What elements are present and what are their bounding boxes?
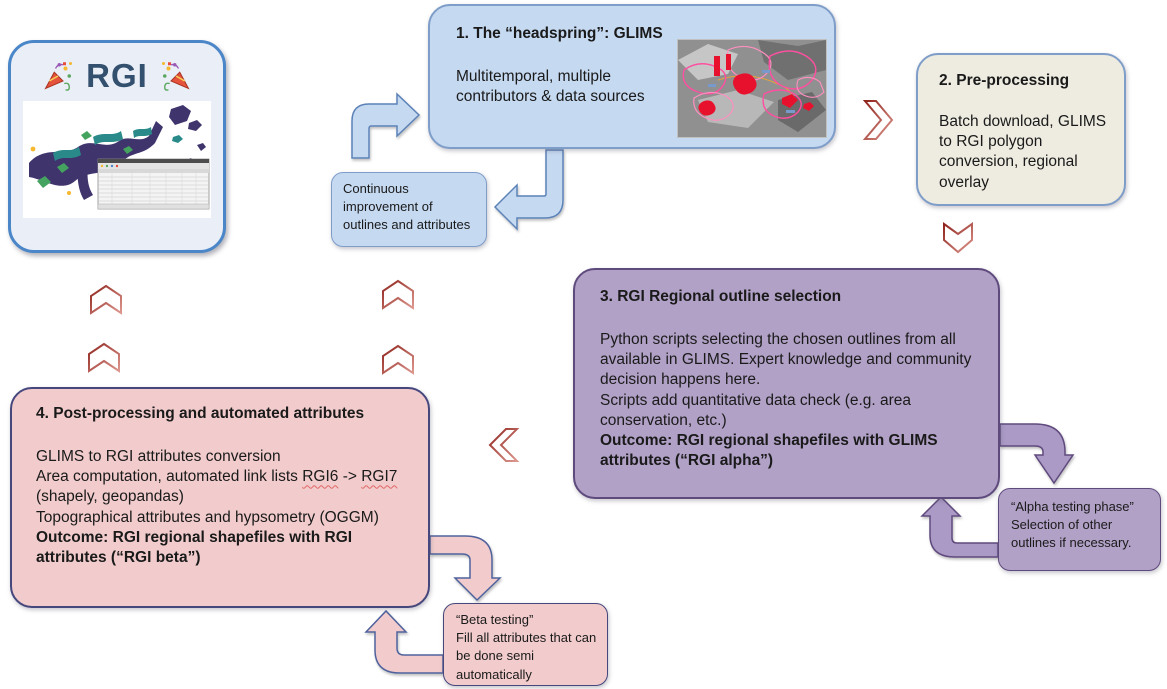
step2-body: Batch download, GLIMS to RGI polygon con…: [939, 113, 1107, 191]
step1-body: Multitemporal, multiple contributors & d…: [456, 68, 645, 106]
step3-body: Python scripts selecting the chosen outl…: [600, 331, 972, 389]
step3-outline-selection-box: 3. RGI Regional outline selection Python…: [573, 268, 1000, 499]
beta-testing-note: “Beta testing” Fill all attributes that …: [443, 603, 608, 686]
step4-line2: Area computation, automated link lists R…: [36, 467, 418, 507]
alpha-note-line2: Selection of other outlines if necessary…: [1011, 517, 1132, 551]
glims-outlines-map-image: [677, 39, 827, 138]
step4-title: 4. Post-processing and automated attribu…: [36, 405, 365, 422]
step4-line3: Topographical attributes and hypsometry …: [36, 508, 379, 526]
step4-line2-arrow: ->: [338, 468, 362, 486]
step4-rgi7-term: RGI7: [361, 468, 398, 486]
step2-title: 2. Pre-processing: [939, 72, 1070, 89]
step3-outcome: Outcome: RGI regional shapefiles with GL…: [600, 431, 938, 469]
arrow-glims-to-continuous: [493, 149, 564, 231]
chevron-up-icon: [382, 280, 414, 309]
step4-outcome: Outcome: RGI regional shapefiles with RG…: [36, 528, 353, 566]
arrow-alpha-to-box3: [920, 495, 999, 558]
chevron-up-icon: [90, 285, 122, 314]
step1-glims-box: 1. The “headspring”: GLIMS Multitemporal…: [428, 4, 836, 149]
attribute-table-screenshot: [97, 158, 210, 210]
arrow-continuous-to-glims: [351, 92, 421, 159]
beta-note-line2: Fill all attributes that can be done sem…: [456, 630, 597, 682]
party-popper-icon: [161, 62, 190, 91]
rgi-logo-title-row: RGI: [43, 57, 191, 95]
step3-title: 3. RGI Regional outline selection: [600, 288, 842, 305]
rgi-logo-text: RGI: [86, 57, 148, 94]
party-popper-icon: [44, 62, 73, 91]
step3-body2: Scripts add quantitative data check (e.g…: [600, 391, 912, 429]
continuous-improvement-text: Continuous improvement of outlines and a…: [343, 181, 471, 233]
continuous-improvement-note: Continuous improvement of outlines and a…: [331, 172, 487, 247]
step1-title: 1. The “headspring”: GLIMS: [456, 25, 663, 42]
step4-line2-text: Area computation, automated link lists: [36, 468, 303, 486]
chevron-down-icon: [943, 223, 973, 253]
rgi-glacier-map-image: [23, 101, 211, 218]
step4-rgi6-term: RGI6: [302, 468, 339, 486]
chevron-up-icon: [88, 343, 120, 372]
beta-note-line1: “Beta testing”: [456, 612, 534, 627]
step4-postprocessing-box: 4. Post-processing and automated attribu…: [10, 387, 430, 608]
step2-preprocessing-box: 2. Pre-processing Batch download, GLIMS …: [916, 53, 1126, 206]
step4-line1: GLIMS to RGI attributes conversion: [36, 448, 281, 466]
chevron-up-icon: [382, 345, 414, 374]
arrow-box4-to-beta: [429, 535, 502, 602]
arrow-box3-to-alpha: [999, 423, 1075, 485]
alpha-note-line1: “Alpha testing phase”: [1011, 499, 1134, 514]
alpha-testing-note: “Alpha testing phase” Selection of other…: [998, 488, 1161, 571]
rgi-logo-card: RGI: [8, 40, 226, 253]
chevron-right-icon: [864, 100, 893, 140]
chevron-left-icon: [489, 428, 518, 462]
step4-line2-tail: (shapely, geopandas): [36, 488, 184, 506]
arrow-beta-to-box4: [364, 609, 444, 674]
